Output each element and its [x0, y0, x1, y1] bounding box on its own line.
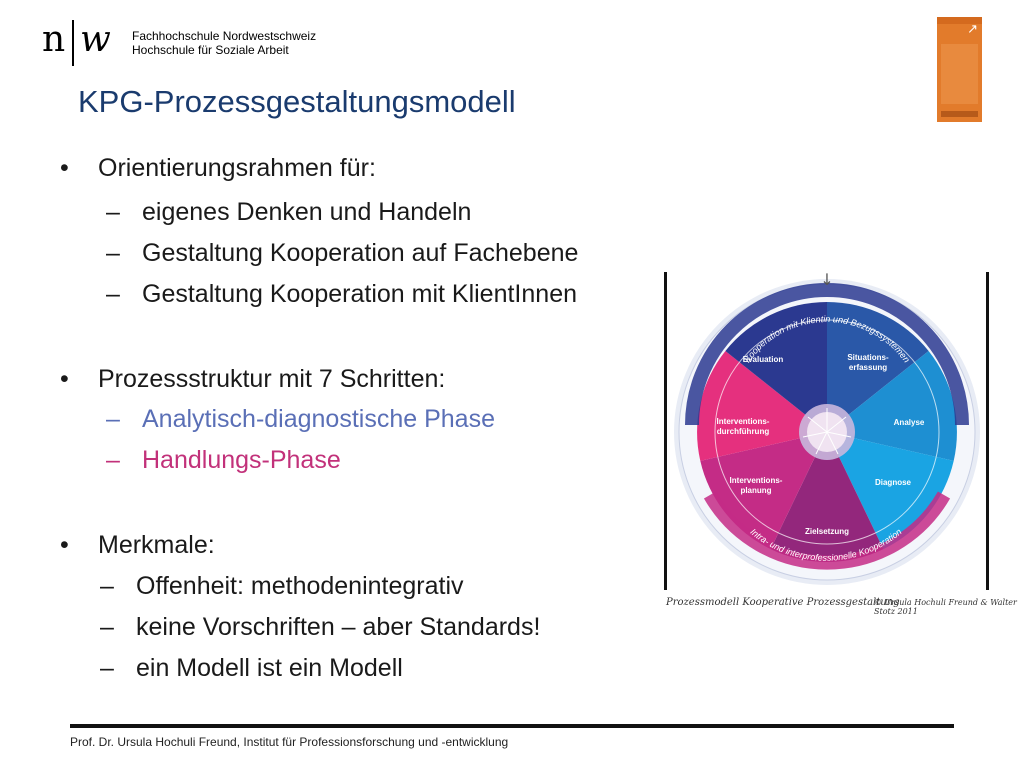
sub-bullet-text: Analytisch-diagnostische Phase — [142, 405, 495, 433]
figure-frame-left — [664, 272, 667, 590]
segment-evaluation — [725, 302, 827, 432]
entry-arrow-icon: ↓ — [820, 270, 833, 289]
figure-copyright: © Ursula Hochuli Freund & Walter Stotz 2… — [874, 598, 1017, 616]
bullet-text: Merkmale: — [98, 531, 215, 559]
institution-name: Fachhochschule Nordwestschweiz Hochschul… — [132, 29, 316, 57]
label-durchfuehrung-1: Interventions- — [717, 417, 770, 426]
footer-divider — [70, 724, 954, 728]
footer-text: Prof. Dr. Ursula Hochuli Freund, Institu… — [70, 735, 509, 749]
book-cover-publisher-area — [941, 111, 978, 117]
label-evaluation: Evaluation — [743, 355, 784, 364]
bullet-marker: • — [60, 531, 69, 559]
label-planung-2: planung — [740, 486, 771, 495]
dash-marker: – — [100, 572, 114, 600]
sub-bullet-text: Offenheit: methodenintegrativ — [136, 572, 464, 600]
arrow-icon: ↗ — [967, 21, 978, 36]
bullet-marker: • — [60, 365, 69, 393]
sub-bullet-text: keine Vorschriften – aber Standards! — [136, 613, 541, 641]
process-model-diagram: Kooperation mit Klientin und Bezugssyste… — [674, 270, 980, 585]
sub-bullet-text: Gestaltung Kooperation mit KlientInnen — [142, 280, 577, 308]
label-zielsetzung: Zielsetzung — [805, 527, 849, 536]
dash-marker: – — [106, 280, 120, 308]
sub-bullet-text: Gestaltung Kooperation auf Fachebene — [142, 239, 579, 267]
fhnw-logo-n: n — [42, 19, 66, 60]
segment-analyse — [827, 351, 957, 461]
dash-marker: – — [106, 446, 120, 474]
institution-line-1: Fachhochschule Nordwestschweiz — [132, 29, 317, 43]
book-cover-image: ↗ — [937, 17, 982, 122]
label-planung-1: Interventions- — [730, 476, 783, 485]
dash-marker: – — [106, 198, 120, 226]
sub-bullet-text: eigenes Denken und Handeln — [142, 198, 472, 226]
dash-marker: – — [100, 613, 114, 641]
segment-situationserfassung — [827, 302, 929, 432]
sub-bullet-text: Handlungs-Phase — [142, 446, 341, 474]
dash-marker: – — [106, 405, 120, 433]
book-cover-band — [937, 17, 982, 24]
dash-marker: – — [106, 239, 120, 267]
inner-ring-line — [714, 319, 940, 545]
institution-line-2: Hochschule für Soziale Arbeit — [132, 43, 289, 57]
cooperation-arc-top — [685, 283, 969, 426]
figure-frame-right — [986, 272, 989, 590]
label-diagnose: Diagnose — [875, 478, 912, 487]
bullet-text: Prozessstruktur mit 7 Schritten: — [98, 365, 446, 393]
fhnw-logo-w: w — [80, 19, 111, 60]
sub-bullet-text: ein Modell ist ein Modell — [136, 654, 403, 682]
book-cover-title-area — [941, 44, 978, 104]
label-analyse: Analyse — [894, 418, 925, 427]
figure-caption: Prozessmodell Kooperative Prozessgestalt… — [666, 597, 900, 608]
segment-interventionsdurchfuehrung — [697, 351, 827, 461]
bullet-marker: • — [60, 154, 69, 182]
label-situation-1: Situations- — [847, 353, 889, 362]
segment-zielsetzung — [770, 432, 884, 562]
label-durchfuehrung-2: durchführung — [717, 427, 770, 436]
center-arrows — [802, 408, 852, 455]
label-situation-2: erfassung — [849, 363, 887, 372]
dash-marker: – — [100, 654, 114, 682]
logo-divider — [72, 20, 74, 66]
cooperation-arc-bottom — [703, 491, 951, 570]
bullet-text: Orientierungsrahmen für: — [98, 154, 376, 182]
slide-title: KPG-Prozessgestaltungsmodell — [78, 84, 516, 119]
